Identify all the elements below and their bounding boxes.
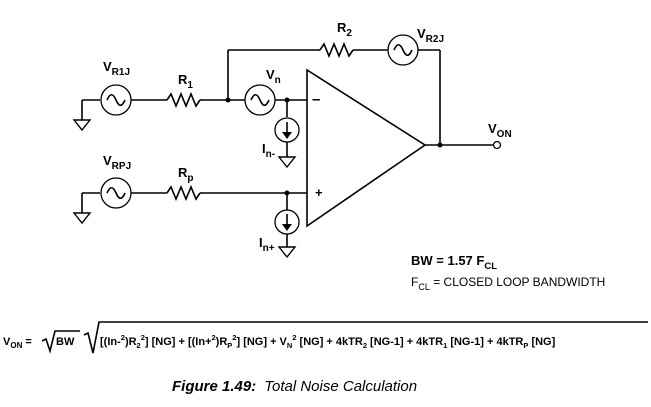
formula-body: [(In-2)R22] [NG] + [(In+2)RP2] [NG] + VN… xyxy=(100,333,556,350)
bw-equation: BW = 1.57 FCL xyxy=(411,253,497,272)
label-in-minus: In- xyxy=(262,141,275,160)
label-von: VON xyxy=(488,121,512,140)
in-minus-current-source xyxy=(274,117,300,143)
formula-bw: BW xyxy=(56,336,75,348)
ground-symbol-vrpj xyxy=(72,212,92,225)
output-terminal xyxy=(492,140,502,150)
vn-noise-source xyxy=(244,84,276,116)
label-vr1j: VR1J xyxy=(103,59,130,78)
label-vr2j: VR2J xyxy=(417,26,444,45)
ground-symbol-vr1j xyxy=(72,100,92,132)
op-amp-triangle xyxy=(306,68,427,228)
label-rp: Rp xyxy=(178,165,194,184)
vr1j-noise-source xyxy=(100,84,132,116)
fcl-definition: FCL = CLOSED LOOP BANDWIDTH xyxy=(411,275,605,292)
radical-small xyxy=(41,330,80,354)
label-vrpj: VRPJ xyxy=(103,153,131,172)
label-r1: R1 xyxy=(178,72,193,91)
vrpj-noise-source xyxy=(100,177,132,209)
label-vn: Vn xyxy=(266,67,281,86)
vr2j-noise-source xyxy=(387,34,419,66)
rp-resistor xyxy=(166,184,201,202)
ground-symbol-in-minus xyxy=(277,156,297,169)
in-plus-current-source xyxy=(274,209,300,235)
noninverting-input-sign: + xyxy=(315,185,323,200)
r1-resistor xyxy=(166,91,201,109)
label-r2: R2 xyxy=(337,20,352,39)
label-in-plus: In+ xyxy=(259,235,275,254)
r2-resistor xyxy=(319,41,354,59)
ground-symbol-in-plus xyxy=(277,246,297,259)
figure-caption: Figure 1.49:Total Noise Calculation xyxy=(172,378,417,395)
formula-von-label: VON = xyxy=(3,336,32,350)
inverting-input-sign: – xyxy=(312,91,320,108)
radical-large xyxy=(83,321,648,354)
